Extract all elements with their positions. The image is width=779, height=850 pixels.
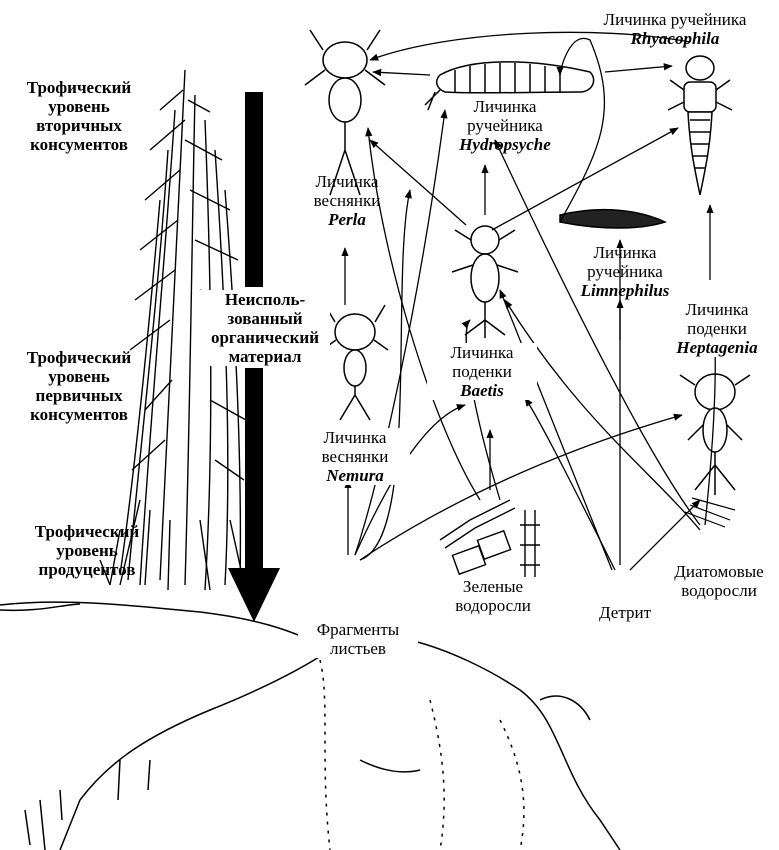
leaf-fragments-label: Фрагменты листьев bbox=[298, 620, 418, 658]
hydropsyche-label: Личинка ручейника Hydropsyche bbox=[440, 97, 570, 154]
unused-line-2: зованный bbox=[200, 309, 330, 328]
trophic-producers-line-2: уровень bbox=[12, 541, 162, 560]
limnephilus-line-1: Личинка bbox=[570, 243, 680, 262]
diatoms-line-2: водоросли bbox=[660, 581, 778, 600]
perla-line-1: Личинка bbox=[292, 172, 402, 191]
leaf-fragments-line-2: листьев bbox=[298, 639, 418, 658]
diatoms-illustration bbox=[685, 498, 735, 527]
nemura-larva bbox=[322, 305, 388, 420]
rhyacophila-label: Личинка ручейника Rhyacophila bbox=[575, 10, 775, 48]
trophic-primary-label: Трофический уровень первичных консументо… bbox=[4, 348, 154, 424]
trophic-secondary-line-2: уровень bbox=[4, 97, 154, 116]
rhyacophila-latin: Rhyacophila bbox=[575, 29, 775, 48]
baetis-latin: Baetis bbox=[427, 381, 537, 400]
detritus-label: Детрит bbox=[585, 603, 665, 622]
trophic-producers-line-3: продуцентов bbox=[12, 560, 162, 579]
trophic-primary-line-1: Трофический bbox=[4, 348, 154, 367]
unused-line-4: материал bbox=[200, 347, 330, 366]
diatoms-label: Диатомовые водоросли bbox=[660, 562, 778, 600]
nemura-label: Личинка веснянки Nemura bbox=[300, 428, 410, 485]
detritus-line-1: Детрит bbox=[585, 603, 665, 622]
trophic-secondary-label: Трофический уровень вторичных консументо… bbox=[4, 78, 154, 154]
unused-organic-matter-label: Неисполь- зованный органический материал bbox=[200, 290, 330, 366]
trophic-primary-line-4: консументов bbox=[4, 405, 154, 424]
nemura-latin: Nemura bbox=[300, 466, 410, 485]
baetis-larva bbox=[452, 226, 518, 338]
hydropsyche-line-1: Личинка bbox=[440, 97, 570, 116]
rhyacophila-name: Личинка ручейника bbox=[575, 10, 775, 29]
limnephilus-label: Личинка ручейника Limnephilus bbox=[570, 243, 680, 300]
nemura-line-1: Личинка bbox=[300, 428, 410, 447]
limnephilus-larva bbox=[560, 210, 665, 228]
perla-line-2: веснянки bbox=[292, 191, 402, 210]
trophic-producers-line-1: Трофический bbox=[12, 522, 162, 541]
green-algae-line-2: водоросли bbox=[438, 596, 548, 615]
limnephilus-line-2: ручейника bbox=[570, 262, 680, 281]
unused-line-3: органический bbox=[200, 328, 330, 347]
limnephilus-latin: Limnephilus bbox=[570, 281, 680, 300]
green-algae-line-1: Зеленые bbox=[438, 577, 548, 596]
trophic-secondary-line-1: Трофический bbox=[4, 78, 154, 97]
rhyacophila-larva bbox=[668, 56, 732, 195]
trophic-secondary-line-4: консументов bbox=[4, 135, 154, 154]
heptagenia-line-1: Личинка bbox=[662, 300, 772, 319]
hydropsyche-latin: Hydropsyche bbox=[440, 135, 570, 154]
heptagenia-latin: Heptagenia bbox=[662, 338, 772, 357]
trophic-producers-label: Трофический уровень продуцентов bbox=[12, 522, 162, 579]
green-algae-label: Зеленые водоросли bbox=[438, 577, 548, 615]
trophic-primary-line-3: первичных bbox=[4, 386, 154, 405]
heptagenia-label: Личинка поденки Heptagenia bbox=[662, 300, 772, 357]
perla-label: Личинка веснянки Perla bbox=[292, 172, 402, 229]
hydropsyche-line-2: ручейника bbox=[440, 116, 570, 135]
diatoms-line-1: Диатомовые bbox=[660, 562, 778, 581]
nemura-line-2: веснянки bbox=[300, 447, 410, 466]
trophic-secondary-line-3: вторичных bbox=[4, 116, 154, 135]
trophic-primary-line-2: уровень bbox=[4, 367, 154, 386]
green-algae-illustration bbox=[440, 500, 540, 580]
baetis-line-2: поденки bbox=[427, 362, 537, 381]
leaf-fragments-line-1: Фрагменты bbox=[298, 620, 418, 639]
heptagenia-line-2: поденки bbox=[662, 319, 772, 338]
unused-line-1: Неисполь- bbox=[200, 290, 330, 309]
baetis-label: Личинка поденки Baetis bbox=[427, 343, 537, 400]
perla-latin: Perla bbox=[292, 210, 402, 229]
baetis-line-1: Личинка bbox=[427, 343, 537, 362]
